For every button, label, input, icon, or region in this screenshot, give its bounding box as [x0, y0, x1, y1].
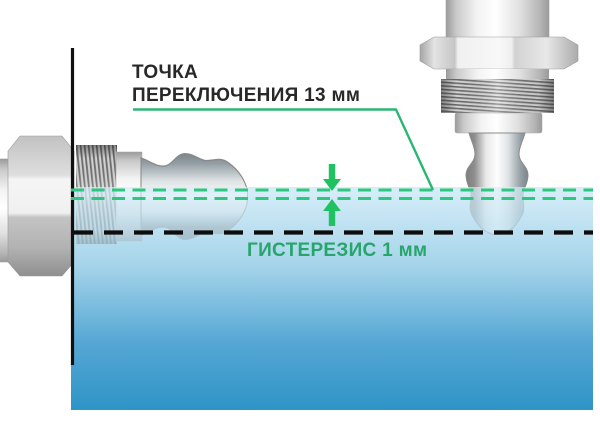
top-sensor-collar — [454, 112, 543, 134]
top-sensor-hex-nut — [419, 36, 579, 70]
top-level-sensor — [419, 0, 579, 235]
switch-point-label: ТОЧКА ПЕРЕКЛЮЧЕНИЯ 13 мм — [132, 61, 360, 107]
top-sensor-neck — [446, 69, 549, 79]
up-arrow-icon — [323, 199, 341, 226]
down-arrow-icon — [323, 164, 341, 191]
top-sensor-threads-shading — [441, 79, 554, 113]
switch-point-label-line1: ТОЧКА — [132, 62, 199, 83]
switch-point-callout-line — [133, 108, 435, 191]
left-sensor-hex-nut — [7, 135, 75, 277]
hysteresis-label: ГИСТЕРЕЗИС 1 мм — [247, 240, 428, 261]
switch-point-label-line2: ПЕРЕКЛЮЧЕНИЯ 13 мм — [132, 85, 361, 106]
top-sensor-body — [445, 0, 550, 39]
